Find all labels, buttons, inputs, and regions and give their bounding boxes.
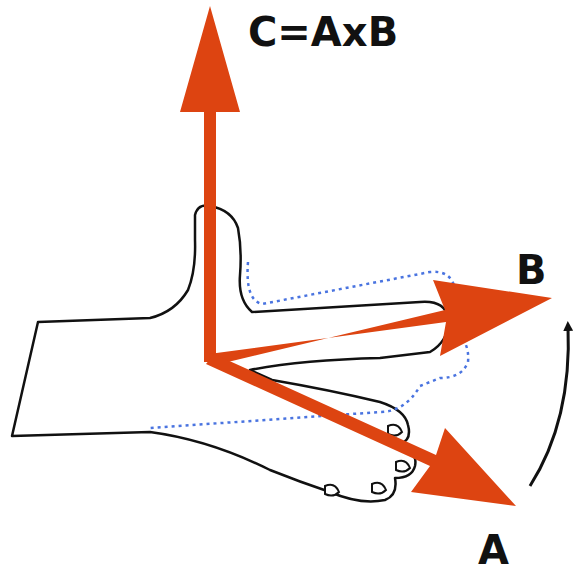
vector-c-arrow [180,6,240,362]
vector-label: C=AxB [248,12,398,52]
vector-a-arrow [206,354,516,506]
fingernail [396,461,410,472]
vector-label: B [516,250,547,290]
fingernail [388,425,402,436]
rotation-arrow [530,326,568,486]
fingernail [325,485,339,496]
vector-b-arrow [209,280,552,366]
vector-label: A [478,530,509,570]
fingernail [372,483,386,494]
